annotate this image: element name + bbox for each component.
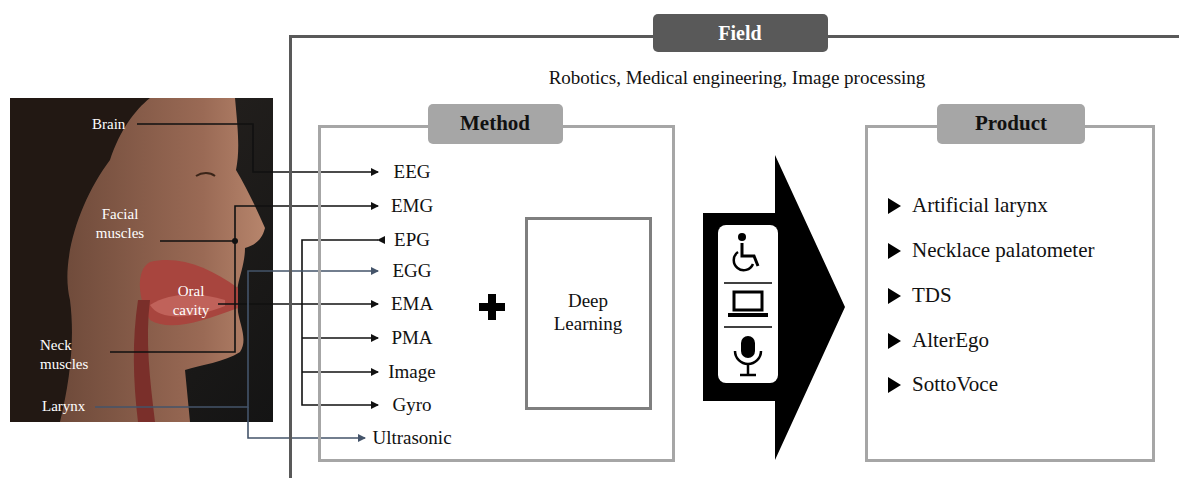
pharynx (134, 300, 155, 422)
deep-learning-box: Deep Learning (525, 217, 652, 410)
wheelchair-icon (734, 233, 758, 270)
part-label: Brain (92, 115, 125, 134)
facial-leader (160, 206, 378, 241)
bullet-triangle (888, 333, 901, 349)
photo-ground (10, 98, 273, 422)
bullet-triangle (888, 243, 901, 259)
eye (196, 173, 215, 176)
field-tab: Field (653, 14, 828, 52)
laptop-icon (728, 292, 768, 317)
method-item: Ultrasonic (372, 427, 451, 450)
face-profile (60, 98, 265, 422)
oral-leader (218, 303, 378, 305)
product-tab: Product (937, 104, 1085, 143)
method-item: Image (388, 361, 435, 384)
method-item: EPG (394, 229, 430, 252)
part-label: Neck muscles (40, 336, 102, 374)
part-label: Larynx (42, 397, 85, 416)
larynx-leader (95, 271, 378, 407)
oral-branch (302, 337, 378, 339)
method-item: EMG (391, 195, 433, 218)
product-item: Artificial larynx (912, 193, 1048, 218)
method-item: PMA (391, 327, 432, 350)
part-label: Facial muscles (84, 205, 156, 243)
brain-leader (137, 124, 378, 172)
deep-learning-text: Deep Learning (543, 290, 633, 336)
method-tab: Method (428, 104, 563, 143)
method-item: EEG (394, 161, 431, 184)
icon-divider (724, 326, 772, 328)
neck-leader (110, 241, 235, 352)
microphone-icon (735, 336, 761, 375)
icon-panel (718, 225, 778, 383)
product-box: ProductArtificial larynxNecklace palatom… (865, 125, 1155, 462)
bullet-triangle (888, 288, 901, 304)
oral-bracket (302, 240, 378, 405)
part-label: Oral cavity (166, 282, 216, 320)
plus-symbol (479, 294, 505, 320)
junction-dot (232, 238, 238, 244)
product-item: TDS (912, 283, 952, 308)
method-box: Deep LearningMethodEEGEMGEPGEGGEMAPMAIma… (318, 125, 675, 462)
product-item: Necklace palatometer (912, 238, 1094, 263)
icon-divider (724, 282, 772, 284)
field-list: Robotics, Medical engineering, Image pro… (549, 67, 926, 90)
method-item: EGG (392, 260, 431, 283)
product-item: AlterEgo (912, 328, 989, 353)
bullet-triangle (888, 377, 901, 393)
method-item: EMA (391, 293, 433, 316)
oral-cavity-section (140, 260, 238, 325)
big-arrow (703, 155, 845, 460)
oral-branch (302, 371, 378, 373)
method-item: Gyro (392, 394, 431, 417)
product-item: SottoVoce (912, 372, 998, 397)
larynx-leader (248, 407, 365, 438)
field-frame: Deep Learning MethodEEG EMG EPG EGG EMA PMA Ima… (289, 35, 1179, 478)
bullet-triangle (888, 198, 901, 214)
